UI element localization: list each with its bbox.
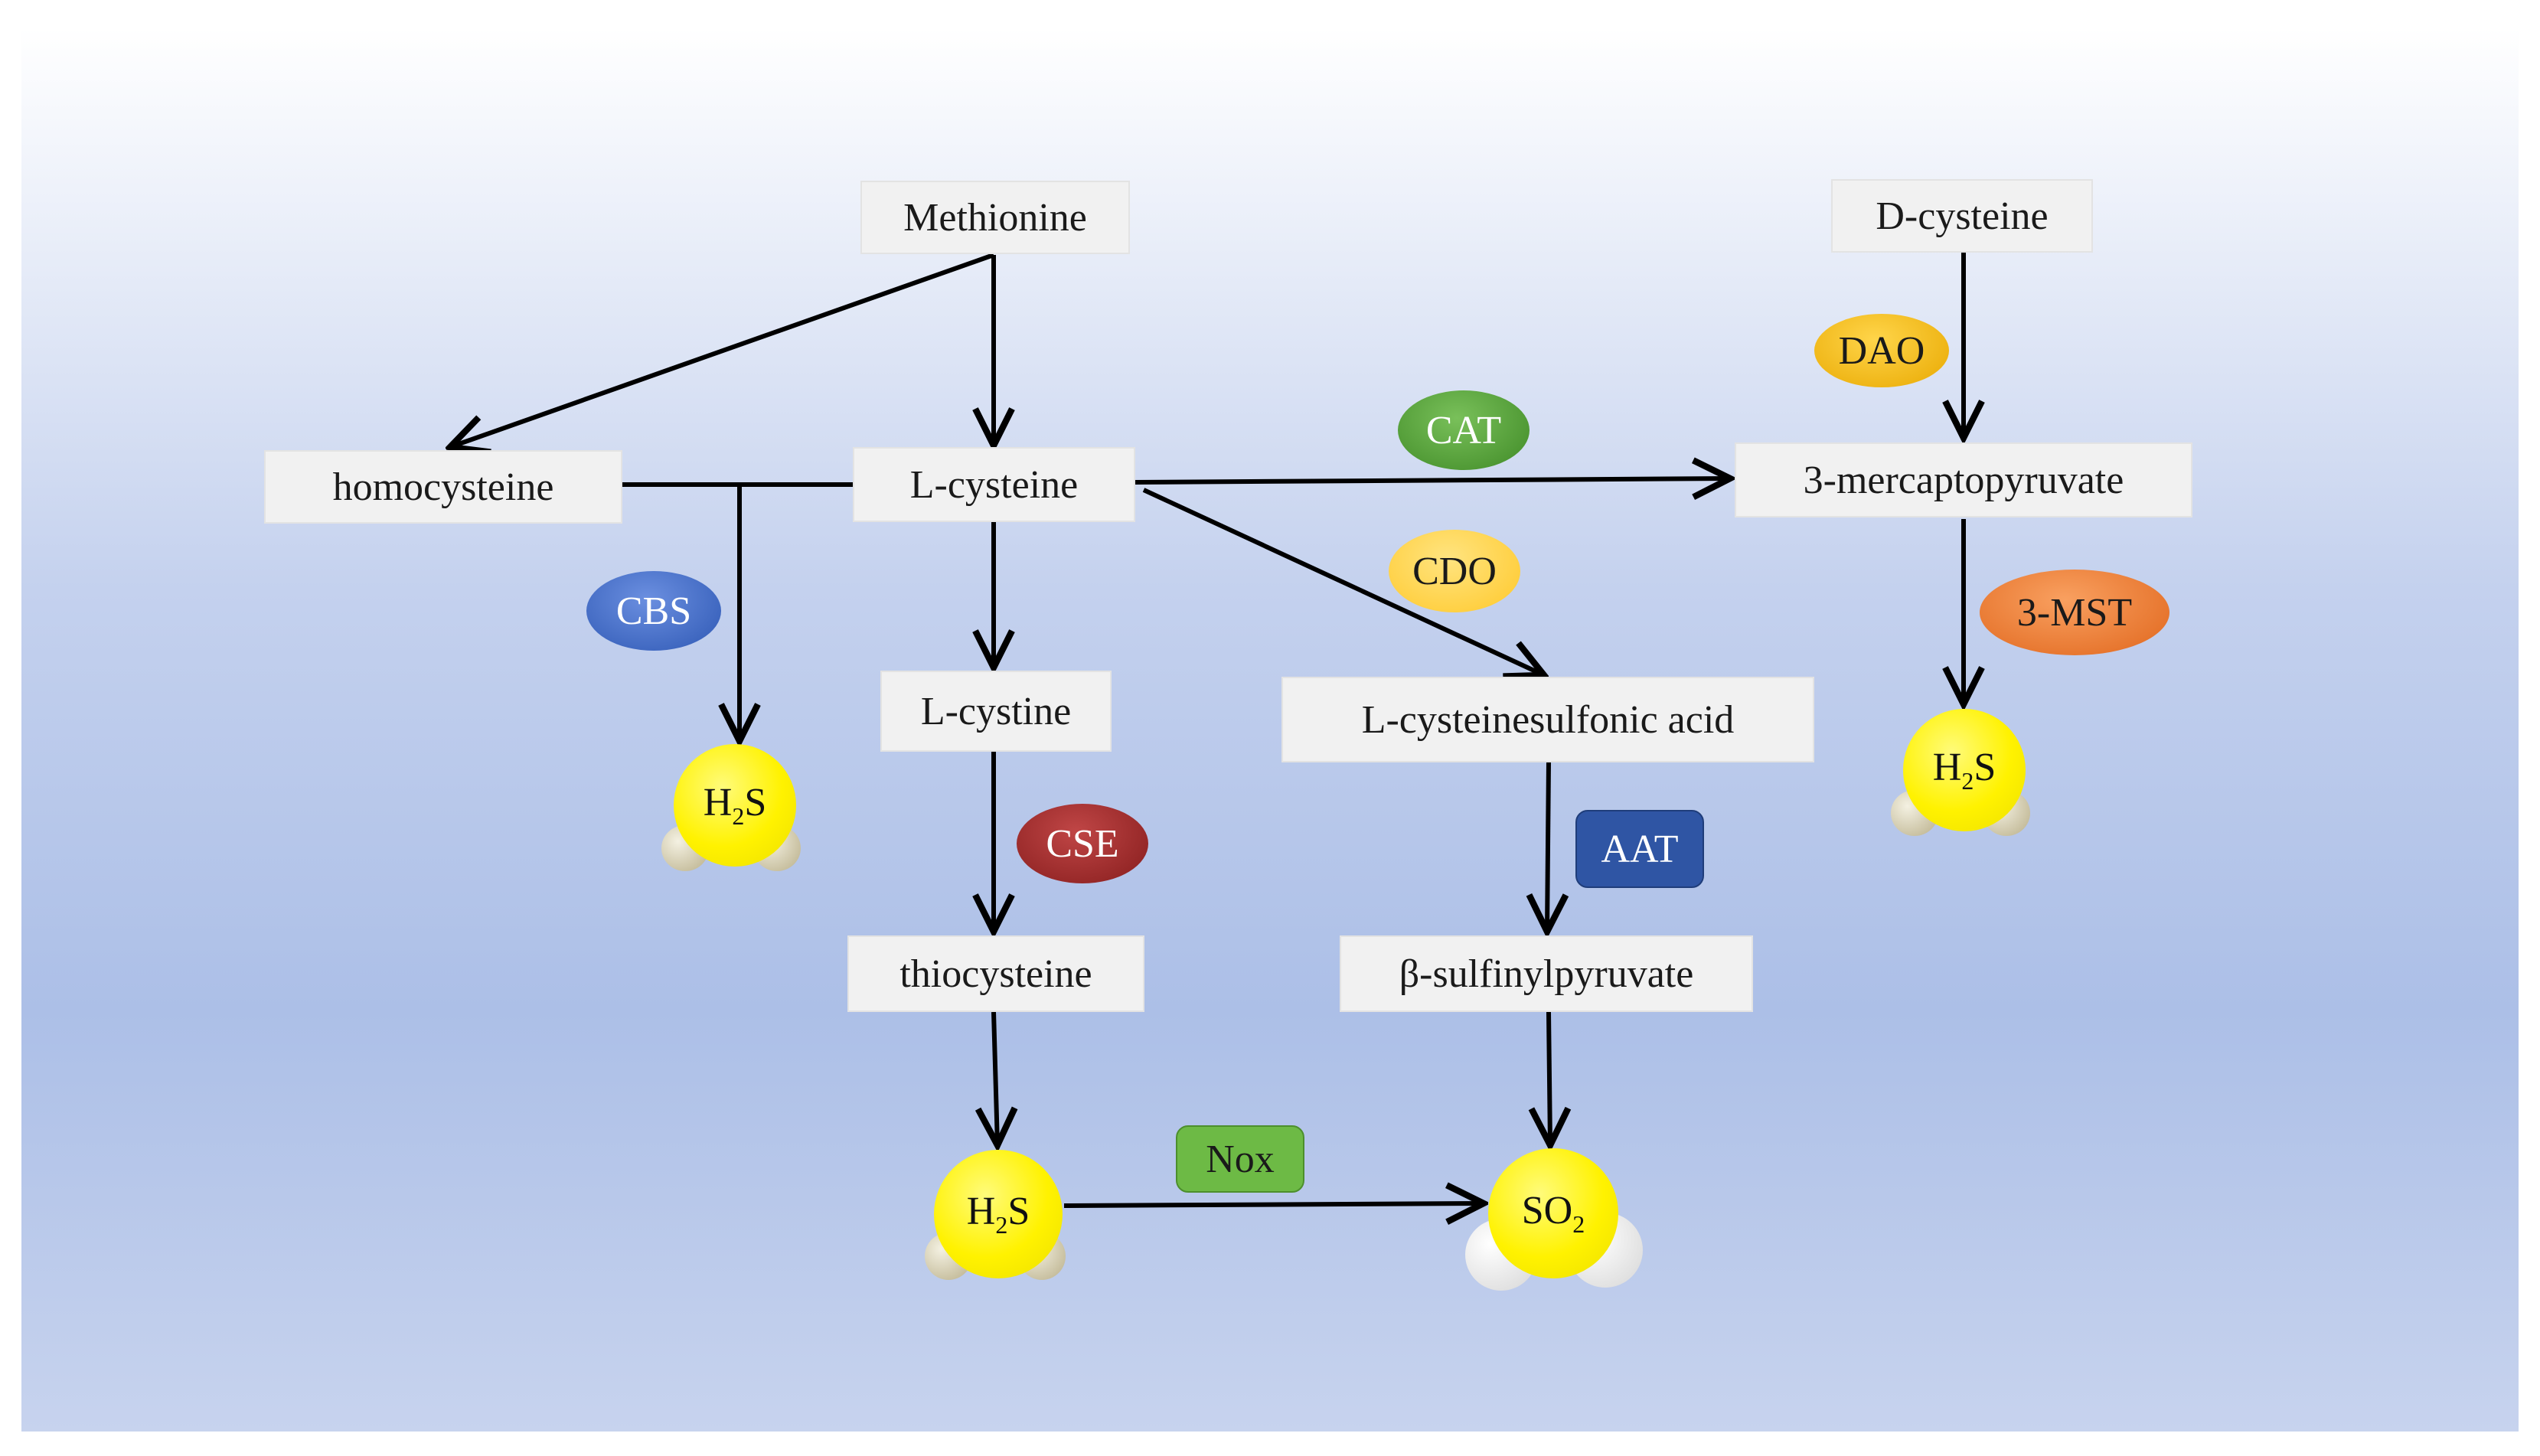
node-homocysteine: homocysteine [264,450,622,524]
enzyme-cse: CSE [1017,804,1148,883]
so2-sulfur-core: SO2 [1488,1148,1618,1278]
h2s-sulfur-core: H2S [1903,709,2026,831]
diagram-background [21,28,2519,1432]
enzyme-cbs: CBS [586,571,721,651]
arrow-h2s-to-so2 [1063,1203,1484,1206]
h2s-label: H2S [1932,746,1996,795]
so2-label: SO2 [1521,1189,1585,1238]
node-l-cystine: L-cystine [880,671,1112,752]
h2s-molecule-cse: H2S [922,1148,1072,1286]
enzyme-dao: DAO [1814,314,1949,387]
arrow-l-cysteine-to-mercaptopyruvate [1135,478,1730,482]
h2s-sulfur-core: H2S [934,1150,1063,1278]
so2-molecule: SO2 [1464,1148,1643,1294]
node-l-cysteine: L-cysteine [853,447,1135,522]
node-l-cysteinesulfonic-acid: L-cysteinesulfonic acid [1281,677,1814,762]
arrow-thiocysteine-to-h2s [994,1011,997,1145]
node-beta-sulfinylpyruvate: β-sulfinylpyruvate [1340,935,1753,1012]
enzyme-3-mst: 3-MST [1980,570,2169,655]
h2s-label: H2S [703,781,767,830]
enzyme-aat: AAT [1575,810,1704,888]
enzyme-cat: CAT [1398,390,1530,470]
arrow-l-cysteine-to-cysteinesulfonic-acid [1142,488,1544,675]
arrow-sulfinylpyruvate-to-so2 [1549,1011,1550,1145]
node-thiocysteine: thiocysteine [847,935,1144,1012]
h2s-sulfur-core: H2S [674,744,796,867]
node-d-cysteine: D-cysteine [1831,179,2093,253]
h2s-label: H2S [966,1190,1030,1239]
arrow-methionine-to-homocysteine [450,253,994,447]
arrow-cysteinesulfonic-to-sulfinylpyruvate [1547,762,1549,932]
enzyme-nox: Nox [1176,1125,1304,1193]
node-3-mercaptopyruvate: 3-mercaptopyruvate [1735,442,2192,517]
h2s-molecule-cbs: H2S [658,743,808,880]
node-methionine: Methionine [860,181,1130,254]
h2s-molecule-mst: H2S [1888,707,2038,845]
enzyme-cdo: CDO [1389,530,1520,612]
